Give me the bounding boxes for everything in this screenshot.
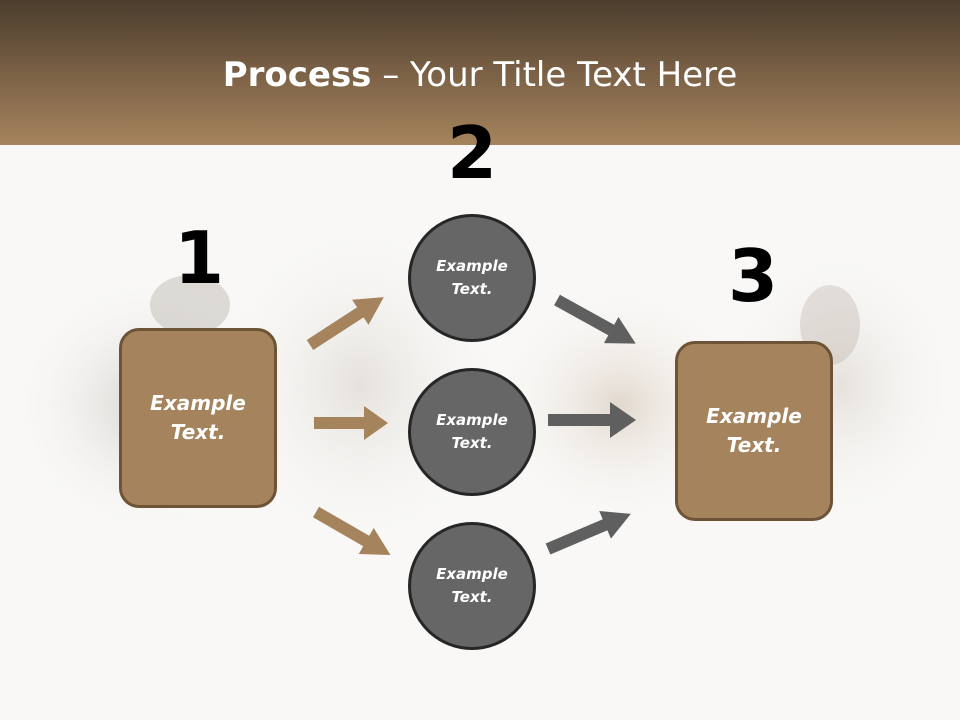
arrow-1-to-middle — [314, 406, 388, 440]
right-arrows — [545, 294, 636, 555]
circle-bottom-text: Example Text. — [436, 565, 508, 606]
step-number-2: 2 — [446, 111, 498, 195]
step-3-text: Example Text. — [706, 404, 802, 457]
circle-top-text: Example Text. — [436, 257, 508, 298]
arrow-top-to-3 — [554, 294, 636, 344]
step-1-text: Example Text. — [150, 391, 246, 444]
arrow-middle-to-3 — [548, 402, 636, 438]
step-1-box: Example Text. — [119, 328, 277, 508]
step-2-circle-middle: Example Text. — [408, 368, 536, 496]
step-2-circle-bottom: Example Text. — [408, 522, 536, 650]
slide-title: Process – Your Title Text Here — [0, 52, 960, 98]
title-rest: – Your Title Text Here — [371, 55, 738, 95]
title-bold: Process — [222, 55, 372, 95]
title-bar: Process – Your Title Text Here — [0, 0, 960, 145]
step-3-box: Example Text. — [675, 341, 833, 521]
step-2-circle-top: Example Text. — [408, 214, 536, 342]
arrow-1-to-bottom — [313, 506, 391, 555]
left-arrows — [306, 297, 391, 555]
arrow-1-to-top — [306, 297, 384, 351]
step-number-3: 3 — [727, 234, 779, 318]
step-number-1: 1 — [173, 216, 225, 300]
circle-middle-text: Example Text. — [436, 411, 508, 452]
arrow-bottom-to-3 — [545, 510, 631, 555]
